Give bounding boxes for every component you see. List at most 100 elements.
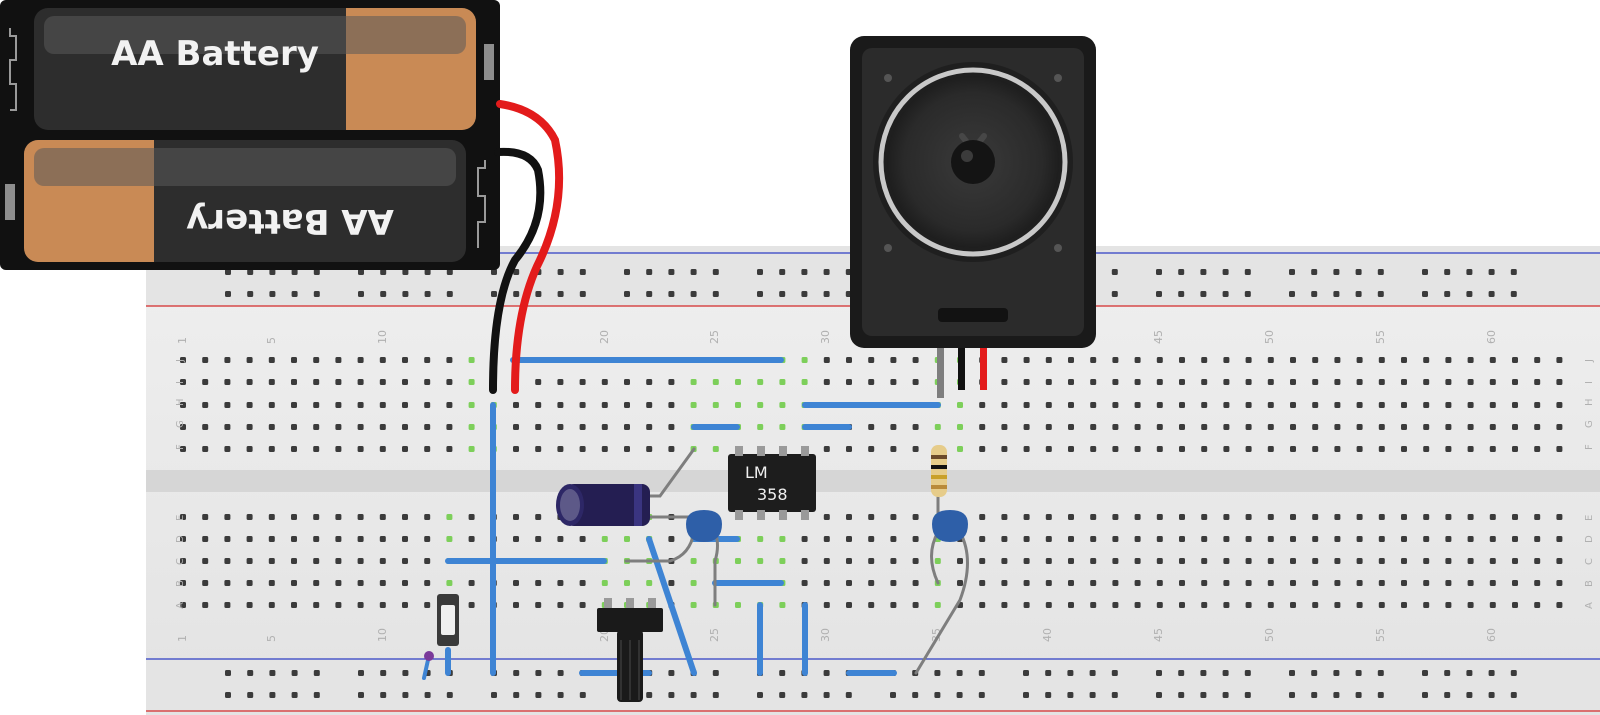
breadboard-hole[interactable]	[424, 536, 431, 542]
breadboard-hole[interactable]	[1355, 670, 1362, 676]
breadboard-hole[interactable]	[1445, 558, 1452, 564]
breadboard-hole[interactable]	[1401, 424, 1407, 430]
breadboard-hole[interactable]	[1179, 536, 1185, 542]
breadboard-hole[interactable]	[579, 291, 586, 297]
breadboard-hole[interactable]	[779, 424, 786, 430]
breadboard-hole[interactable]	[890, 692, 896, 698]
breadboard-hole[interactable]	[1156, 379, 1163, 385]
breadboard-hole[interactable]	[712, 402, 719, 408]
breadboard-hole[interactable]	[1001, 514, 1008, 520]
breadboard-hole[interactable]	[624, 269, 630, 275]
breadboard-hole[interactable]	[202, 514, 209, 520]
breadboard-hole[interactable]	[424, 580, 431, 586]
breadboard-hole[interactable]	[1156, 269, 1162, 275]
breadboard-hole[interactable]	[934, 602, 941, 608]
breadboard-hole[interactable]	[357, 602, 364, 608]
breadboard-hole[interactable]	[446, 692, 453, 698]
breadboard-hole[interactable]	[1445, 602, 1452, 608]
lm358-op-amp[interactable]: LM 358	[728, 446, 816, 520]
breadboard-hole[interactable]	[535, 580, 542, 586]
breadboard-hole[interactable]	[1222, 692, 1229, 698]
breadboard-hole[interactable]	[823, 291, 830, 297]
breadboard-hole[interactable]	[868, 558, 875, 564]
breadboard-hole[interactable]	[1534, 536, 1541, 542]
breadboard-hole[interactable]	[513, 424, 519, 430]
breadboard-hole[interactable]	[1534, 357, 1541, 363]
breadboard-hole[interactable]	[224, 402, 231, 408]
breadboard-hole[interactable]	[957, 402, 963, 408]
breadboard-hole[interactable]	[1445, 402, 1452, 408]
breadboard-hole[interactable]	[668, 536, 675, 542]
breadboard-hole[interactable]	[1156, 424, 1163, 430]
breadboard-hole[interactable]	[668, 269, 675, 275]
breadboard-hole[interactable]	[1222, 291, 1229, 297]
breadboard-hole[interactable]	[1333, 269, 1340, 275]
breadboard-hole[interactable]	[1023, 692, 1029, 698]
breadboard-hole[interactable]	[1444, 291, 1451, 297]
breadboard-hole[interactable]	[1356, 580, 1363, 586]
breadboard-hole[interactable]	[1223, 357, 1230, 363]
breadboard-hole[interactable]	[1134, 402, 1141, 408]
breadboard-hole[interactable]	[1333, 670, 1340, 676]
breadboard-hole[interactable]	[1377, 291, 1384, 297]
breadboard-hole[interactable]	[868, 446, 875, 452]
breadboard-hole[interactable]	[268, 602, 275, 608]
breadboard-hole[interactable]	[1489, 580, 1496, 586]
breadboard-hole[interactable]	[757, 291, 763, 297]
breadboard-hole[interactable]	[1223, 402, 1230, 408]
breadboard-hole[interactable]	[379, 357, 386, 363]
breadboard-hole[interactable]	[1534, 424, 1541, 430]
breadboard-hole[interactable]	[335, 514, 342, 520]
breadboard-hole[interactable]	[202, 602, 209, 608]
breadboard-hole[interactable]	[1467, 424, 1474, 430]
breadboard-hole[interactable]	[291, 446, 297, 452]
breadboard-hole[interactable]	[202, 424, 209, 430]
breadboard-hole[interactable]	[446, 357, 453, 363]
breadboard-hole[interactable]	[335, 536, 342, 542]
breadboard-hole[interactable]	[1423, 558, 1430, 564]
breadboard-hole[interactable]	[358, 692, 364, 698]
breadboard-hole[interactable]	[1045, 402, 1052, 408]
breadboard-hole[interactable]	[1068, 514, 1074, 520]
battery-black-wire[interactable]	[489, 147, 545, 394]
breadboard-hole[interactable]	[313, 536, 320, 542]
breadboard-hole[interactable]	[268, 558, 275, 564]
breadboard-hole[interactable]	[1488, 692, 1495, 698]
breadboard-hole[interactable]	[335, 580, 342, 586]
breadboard-hole[interactable]	[379, 446, 386, 452]
breadboard-hole[interactable]	[912, 446, 919, 452]
breadboard-hole[interactable]	[1423, 446, 1430, 452]
breadboard-hole[interactable]	[579, 602, 586, 608]
breadboard-hole[interactable]	[779, 536, 786, 542]
breadboard-hole[interactable]	[446, 291, 453, 297]
breadboard-hole[interactable]	[846, 357, 852, 363]
breadboard-hole[interactable]	[246, 602, 253, 608]
breadboard-hole[interactable]	[1356, 357, 1363, 363]
breadboard-hole[interactable]	[979, 558, 986, 564]
breadboard-hole[interactable]	[313, 558, 320, 564]
breadboard-hole[interactable]	[1290, 602, 1296, 608]
breadboard-hole[interactable]	[779, 670, 786, 676]
breadboard-hole[interactable]	[1377, 692, 1384, 698]
breadboard-hole[interactable]	[1378, 402, 1385, 408]
breadboard-hole[interactable]	[1534, 446, 1541, 452]
breadboard-hole[interactable]	[1023, 446, 1030, 452]
breadboard-hole[interactable]	[757, 536, 764, 542]
breadboard-hole[interactable]	[402, 692, 409, 698]
breadboard-hole[interactable]	[468, 580, 475, 586]
breadboard-hole[interactable]	[268, 514, 275, 520]
breadboard-hole[interactable]	[424, 379, 431, 385]
breadboard-hole[interactable]	[579, 379, 586, 385]
breadboard-hole[interactable]	[1112, 402, 1119, 408]
breadboard-hole[interactable]	[1334, 536, 1341, 542]
breadboard-hole[interactable]	[579, 536, 586, 542]
breadboard-hole[interactable]	[668, 402, 675, 408]
breadboard-hole[interactable]	[1134, 446, 1141, 452]
breadboard-hole[interactable]	[1090, 424, 1097, 430]
breadboard-hole[interactable]	[979, 602, 986, 608]
breadboard-hole[interactable]	[1201, 580, 1208, 586]
breadboard-hole[interactable]	[1156, 692, 1162, 698]
breadboard-hole[interactable]	[424, 424, 431, 430]
breadboard-hole[interactable]	[1245, 424, 1252, 430]
breadboard-hole[interactable]	[1001, 424, 1008, 430]
